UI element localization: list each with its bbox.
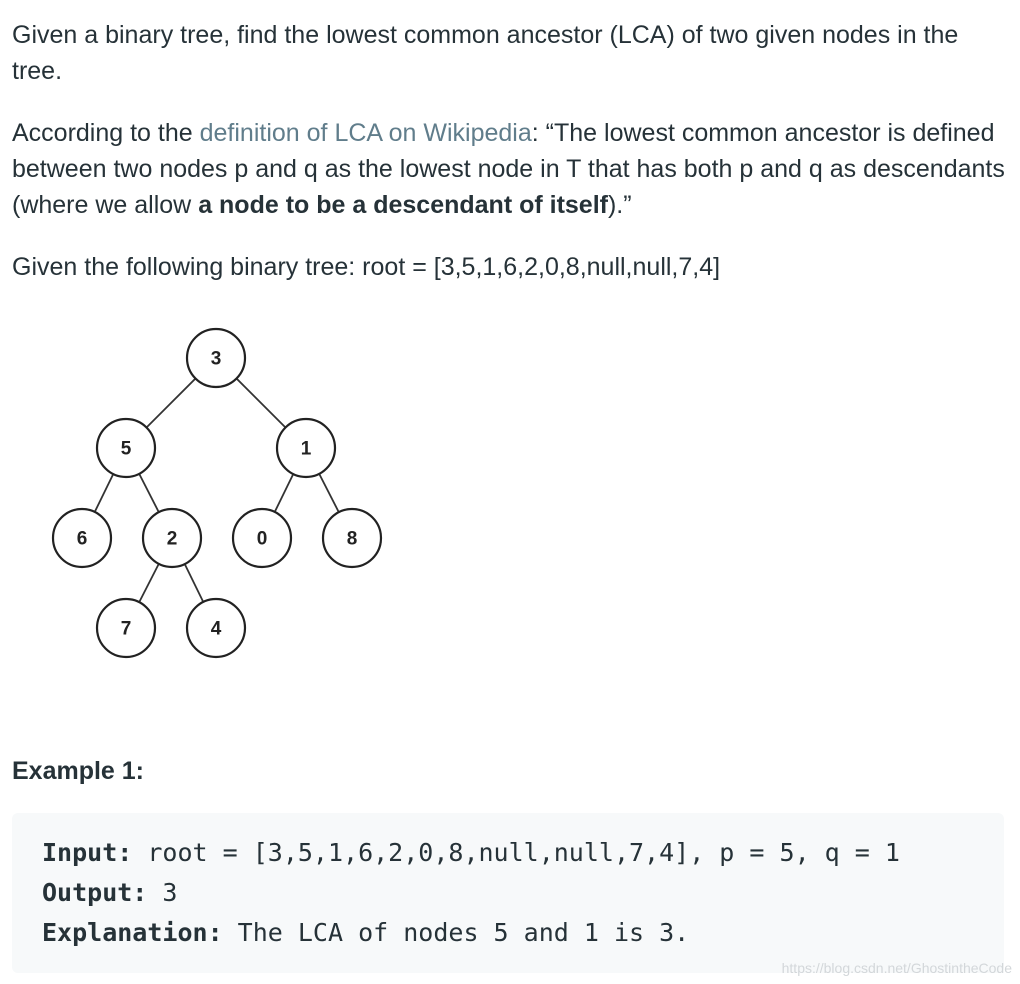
tree-node: 1 — [275, 417, 337, 479]
definition-lead: According to the — [12, 119, 200, 147]
node-label: 0 — [257, 529, 268, 550]
node-label: 2 — [167, 529, 178, 550]
input-value: root = [3,5,1,6,2,0,8,null,null,7,4], p … — [132, 838, 900, 867]
tree-node: 3 — [185, 327, 247, 389]
definition-mid: : “The lowest common ancestor is defined… — [12, 119, 1005, 219]
example-heading: Example 1: — [12, 757, 145, 785]
node-label: 3 — [211, 349, 222, 370]
explanation-label: Explanation: — [42, 918, 223, 947]
tree-node: 7 — [95, 597, 157, 659]
intro-text: Given a binary tree, find the lowest com… — [12, 21, 959, 85]
tree-node: 5 — [95, 417, 157, 479]
given-tree-text: Given the following binary tree: root = … — [12, 253, 721, 281]
node-label: 7 — [121, 619, 132, 640]
explanation-line: Explanation: The LCA of nodes 5 and 1 is… — [42, 913, 689, 953]
output-value: 3 — [147, 878, 178, 907]
example-code-block: Input: root = [3,5,1,6,2,0,8,null,null,7… — [12, 813, 1004, 973]
output-line: Output: 3 — [42, 873, 177, 913]
input-line: Input: root = [3,5,1,6,2,0,8,null,null,7… — [42, 833, 900, 873]
tree-node: 0 — [231, 507, 293, 569]
node-label: 5 — [121, 439, 132, 460]
node-label: 8 — [347, 529, 358, 550]
node-label: 4 — [211, 619, 222, 640]
watermark: https://blog.csdn.net/GhostintheCode — [781, 960, 1012, 976]
definition-tail: ).” — [607, 191, 632, 219]
binary-tree-diagram: 3 5 1 6 2 0 8 7 4 — [51, 327, 383, 659]
node-label: 1 — [301, 439, 312, 460]
input-label: Input: — [42, 838, 133, 867]
tree-node: 4 — [185, 597, 247, 659]
tree-node: 6 — [51, 507, 113, 569]
output-label: Output: — [42, 878, 148, 907]
tree-node: 8 — [321, 507, 383, 569]
given-tree-paragraph: Given the following binary tree: root = … — [12, 249, 1008, 285]
wikipedia-link[interactable]: definition of LCA on Wikipedia — [199, 119, 532, 147]
tree-node: 2 — [141, 507, 203, 569]
explanation-value: The LCA of nodes 5 and 1 is 3. — [222, 918, 690, 947]
intro-paragraph: Given a binary tree, find the lowest com… — [12, 17, 1008, 89]
node-label: 6 — [77, 529, 88, 550]
definition-bold: a node to be a descendant of itself — [198, 191, 608, 219]
definition-paragraph: According to the definition of LCA on Wi… — [12, 115, 1008, 223]
